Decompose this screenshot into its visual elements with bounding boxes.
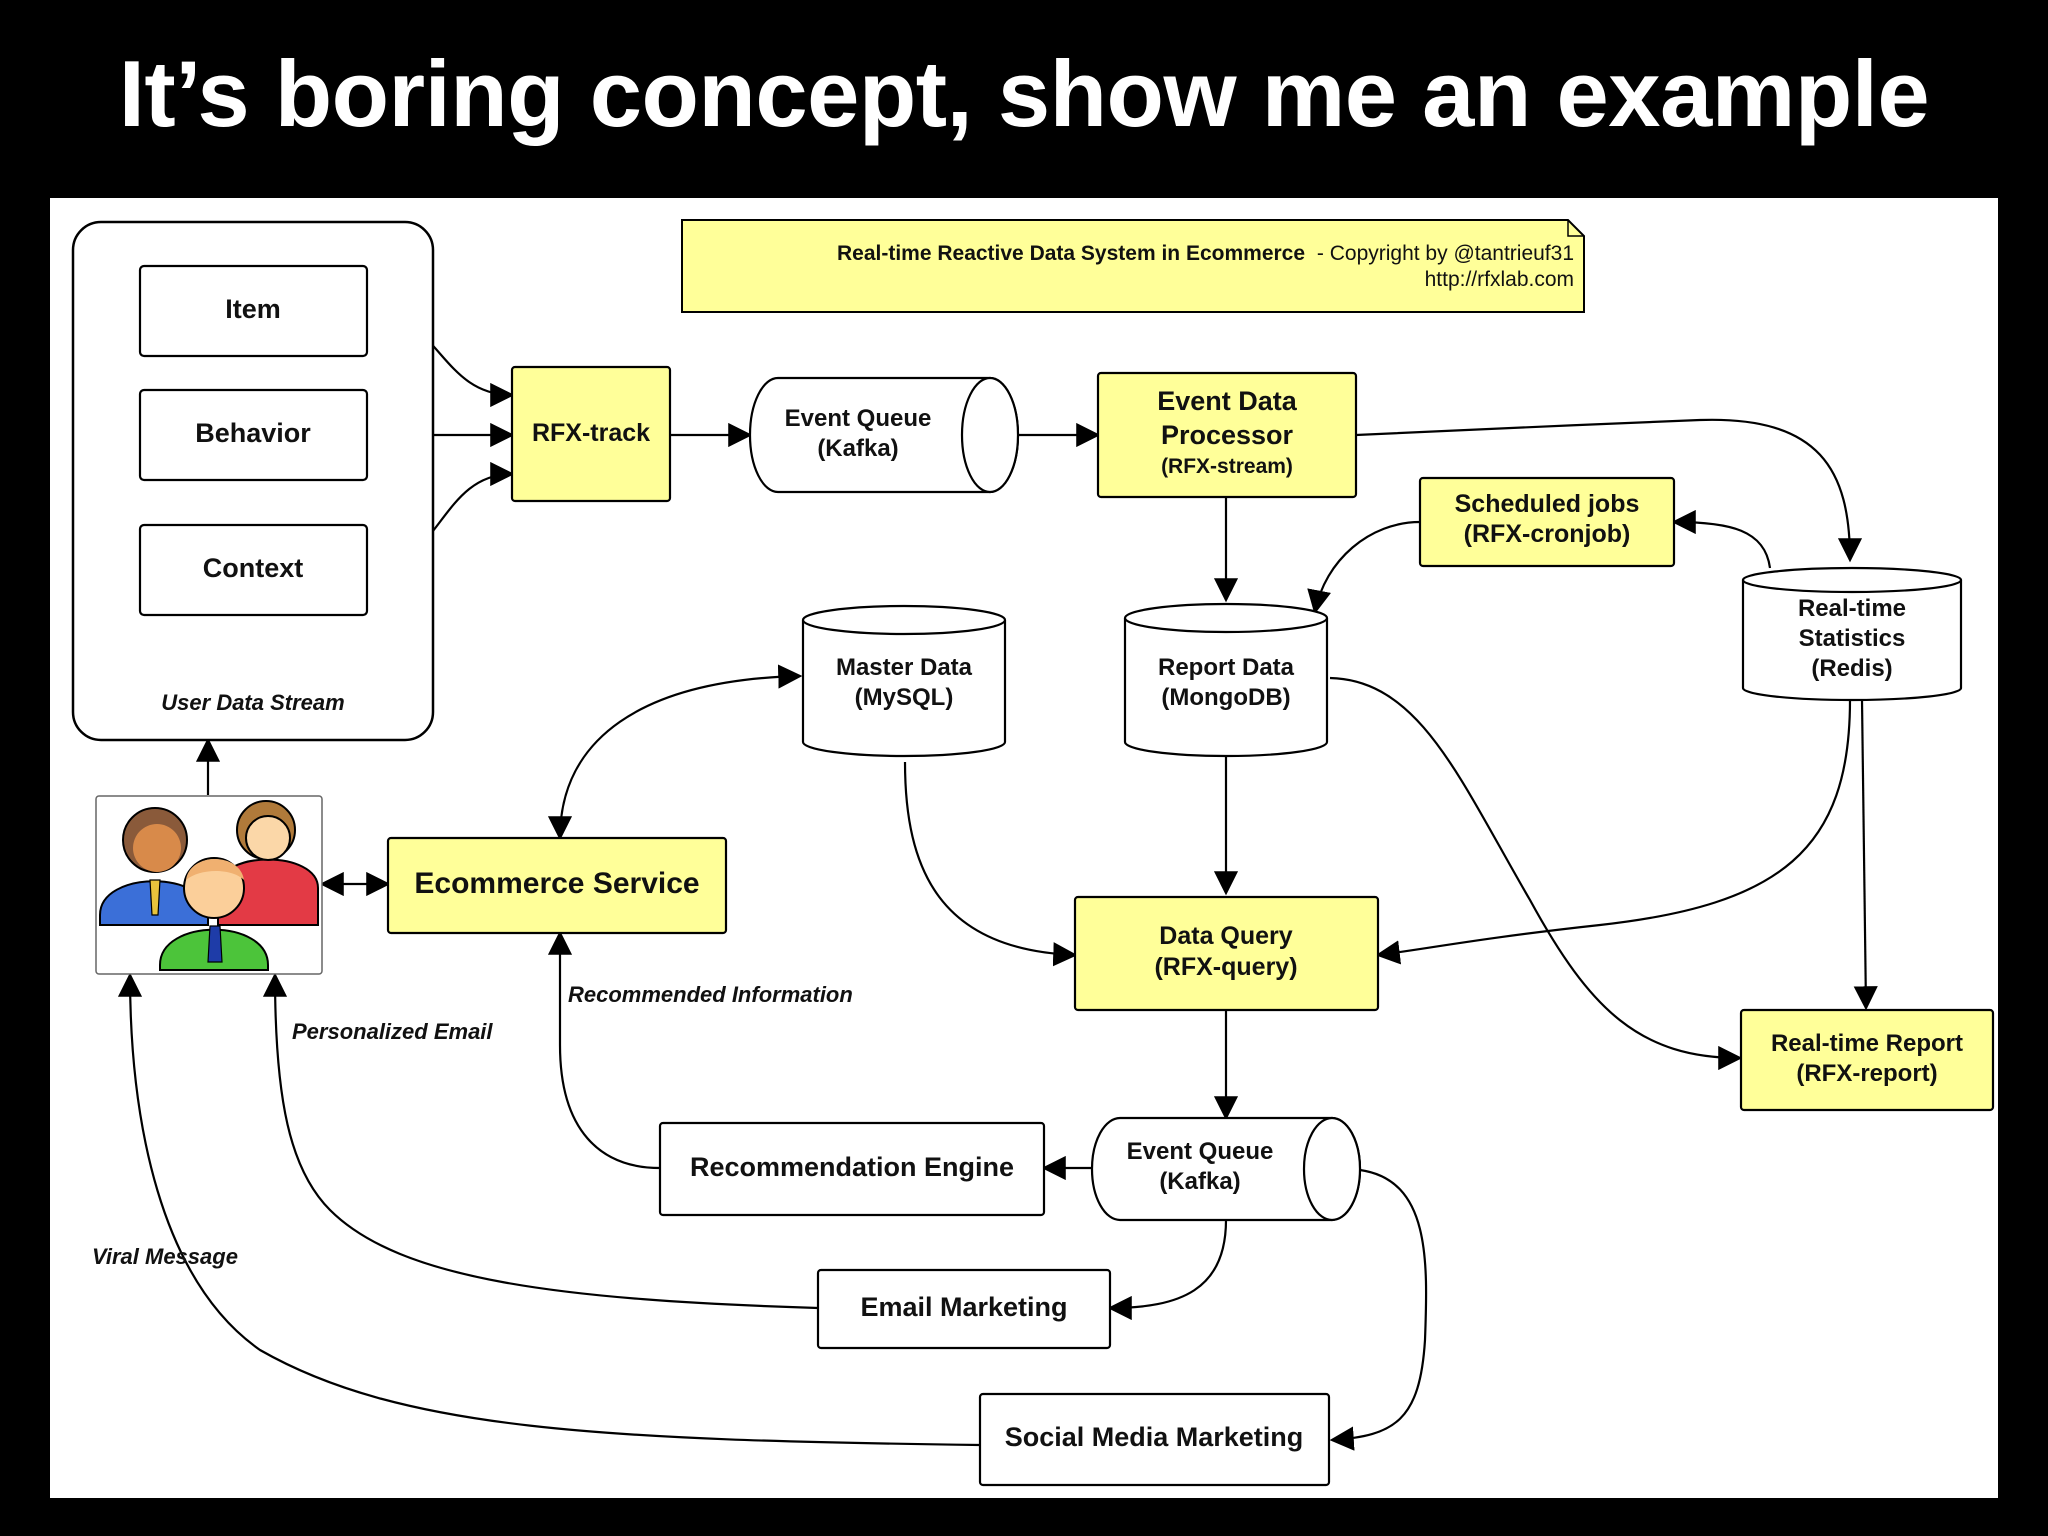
scheduled-jobs-box bbox=[1418, 476, 1676, 568]
data-query-box bbox=[1073, 895, 1380, 1012]
event-processor-line3: (RFX-stream) bbox=[1161, 455, 1293, 478]
edge-reco-to-service bbox=[547, 930, 661, 1170]
edge-master-to-query bbox=[903, 761, 1078, 967]
edge-processor-to-stats bbox=[1355, 418, 1863, 563]
event-processor-box bbox=[1096, 371, 1358, 499]
stream-item-label: Item bbox=[225, 294, 281, 324]
architecture-diagram: Real-time Reactive Data System in Ecomme… bbox=[71, 219, 1995, 1487]
svg-text:Real-time Reactive Data System: Real-time Reactive Data System in Ecomme… bbox=[837, 242, 1574, 265]
master-data-db: Master Data (MySQL) bbox=[801, 604, 1007, 758]
user-data-stream: Item Behavior Context User Data Stream bbox=[71, 220, 435, 742]
users-avatar-group bbox=[95, 795, 323, 975]
master-data-line2: (MySQL) bbox=[855, 684, 954, 711]
report-data-line1: Report Data bbox=[1158, 654, 1295, 681]
edge-email-to-users bbox=[262, 972, 819, 1310]
title-note: Real-time Reactive Data System in Ecomme… bbox=[681, 219, 1585, 313]
scheduled-jobs-line2: (RFX-cronjob) bbox=[1464, 520, 1631, 548]
event-queue-2-line2: (Kafka) bbox=[1159, 1168, 1240, 1195]
realtime-report-line2: (RFX-report) bbox=[1796, 1060, 1937, 1087]
edge-report-to-realtime-report bbox=[1329, 676, 1743, 1071]
edge-social-to-users bbox=[117, 972, 981, 1447]
recommended-information-label: Recommended Information bbox=[568, 982, 853, 1007]
edge-cronjob-to-report bbox=[1307, 520, 1421, 615]
edge-stats-to-cronjob bbox=[1671, 509, 1772, 569]
personalized-email-label: Personalized Email bbox=[292, 1019, 493, 1044]
note-copyright: - Copyright by @tantrieuf31 bbox=[1317, 242, 1574, 265]
event-queue-2-line1: Event Queue bbox=[1127, 1138, 1274, 1165]
data-query-line2: (RFX-query) bbox=[1154, 953, 1297, 981]
event-queue-1: Event Queue (Kafka) bbox=[748, 376, 1020, 494]
social-media-marketing-label: Social Media Marketing bbox=[1005, 1422, 1304, 1452]
stream-item-box bbox=[138, 264, 369, 358]
edge-service-to-master bbox=[547, 664, 803, 841]
stream-behavior-box bbox=[138, 388, 369, 482]
viral-message-label: Viral Message bbox=[92, 1244, 238, 1269]
edges bbox=[117, 310, 1878, 1451]
note-url: http://rfxlab.com bbox=[1425, 268, 1574, 291]
event-processor-line2: Processor bbox=[1161, 420, 1294, 450]
recommendation-engine-box bbox=[658, 1121, 1046, 1217]
realtime-stats-db: Real-time Statistics (Redis) bbox=[1741, 566, 1963, 702]
realtime-stats-line1: Real-time bbox=[1798, 595, 1906, 622]
note-title: Real-time Reactive Data System in Ecomme… bbox=[837, 242, 1305, 265]
edge-stats-to-query bbox=[1375, 699, 1852, 965]
report-data-line2: (MongoDB) bbox=[1161, 684, 1290, 711]
email-marketing-box bbox=[816, 1268, 1112, 1350]
event-processor-line1: Event Data bbox=[1157, 386, 1298, 416]
social-media-marketing-box bbox=[978, 1392, 1331, 1487]
rfx-track-label: RFX-track bbox=[532, 419, 650, 447]
recommendation-engine-label: Recommendation Engine bbox=[690, 1152, 1014, 1182]
stream-behavior-label: Behavior bbox=[195, 418, 311, 448]
diagram-panel: Real-time Reactive Data System in Ecomme… bbox=[50, 198, 1998, 1498]
event-queue-1-line1: Event Queue bbox=[785, 405, 932, 432]
realtime-report-box bbox=[1739, 1008, 1995, 1112]
edge-queue2-to-email bbox=[1107, 1219, 1228, 1321]
data-query-line1: Data Query bbox=[1159, 922, 1292, 950]
slide-title: It’s boring concept, show me an example bbox=[118, 41, 1930, 146]
realtime-stats-line2: Statistics bbox=[1799, 625, 1906, 652]
scheduled-jobs-line1: Scheduled jobs bbox=[1455, 490, 1640, 518]
realtime-report-line1: Real-time Report bbox=[1771, 1030, 1963, 1057]
master-data-line1: Master Data bbox=[836, 654, 973, 681]
report-data-db: Report Data (MongoDB) bbox=[1123, 602, 1329, 758]
stream-context-box bbox=[138, 523, 369, 617]
edge-queue2-to-social bbox=[1329, 1168, 1428, 1451]
rfx-track-box bbox=[510, 365, 672, 503]
ecommerce-service-box bbox=[386, 836, 728, 935]
stream-context-label: Context bbox=[203, 553, 304, 583]
ecommerce-service-label: Ecommerce Service bbox=[414, 867, 699, 900]
email-marketing-label: Email Marketing bbox=[860, 1292, 1067, 1322]
event-queue-2: Event Queue (Kafka) bbox=[1090, 1116, 1362, 1222]
realtime-stats-line3: (Redis) bbox=[1811, 655, 1892, 682]
edge-stats-to-realtime-report bbox=[1853, 699, 1878, 1011]
user-data-stream-label: User Data Stream bbox=[161, 690, 344, 715]
event-queue-1-line2: (Kafka) bbox=[817, 435, 898, 462]
